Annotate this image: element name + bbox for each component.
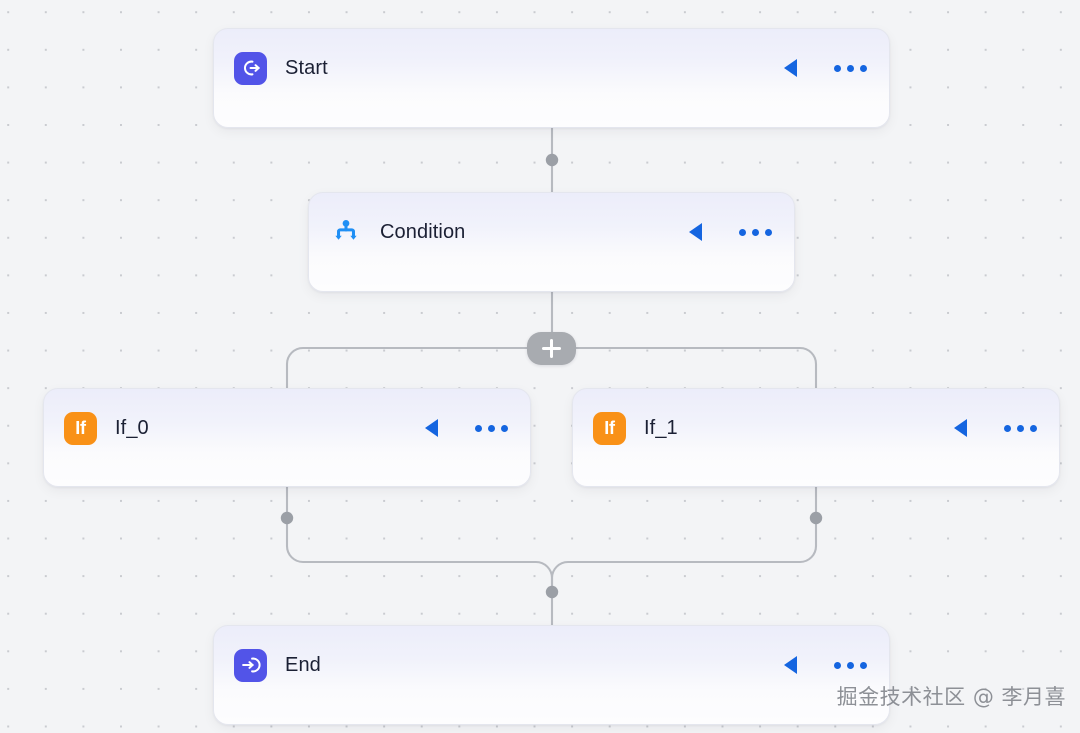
more-options-icon[interactable] (475, 424, 508, 432)
junction-dot-if0 (280, 511, 294, 525)
collapse-caret-icon[interactable] (689, 223, 702, 241)
start-circle-arrow-icon (234, 51, 267, 85)
more-options-icon[interactable] (834, 64, 867, 72)
node-end[interactable]: End (213, 625, 890, 725)
node-if-0-header: If If_0 (44, 410, 530, 446)
edge-split-if0 (285, 346, 554, 390)
junction-dot-if1 (809, 511, 823, 525)
node-if-0-title: If_0 (115, 416, 149, 439)
node-if-1-header: If If_1 (573, 410, 1059, 446)
if-badge-icon: If (593, 411, 626, 445)
collapse-caret-icon[interactable] (954, 419, 967, 437)
more-options-icon[interactable] (739, 228, 772, 236)
collapse-caret-icon[interactable] (784, 656, 797, 674)
if-badge-icon: If (64, 411, 97, 445)
edge-if1-merge (550, 485, 818, 594)
end-enter-arrow-icon (234, 648, 267, 682)
plus-icon-vertical (549, 339, 554, 358)
node-end-title: End (285, 653, 321, 676)
node-start-header: Start (214, 50, 889, 86)
node-if-0-actions (425, 419, 508, 437)
node-if-1[interactable]: If If_1 (572, 388, 1060, 487)
edge-if0-merge (285, 485, 554, 594)
node-condition-header: Condition (309, 214, 794, 250)
node-condition[interactable]: Condition (308, 192, 795, 292)
collapse-caret-icon[interactable] (425, 419, 438, 437)
node-condition-title: Condition (380, 220, 466, 243)
node-end-header: End (214, 647, 889, 683)
add-node-button[interactable] (527, 332, 576, 365)
node-start-actions (784, 59, 867, 77)
node-end-actions (784, 656, 867, 674)
more-options-icon[interactable] (834, 661, 867, 669)
watermark-text: 掘金技术社区 @ 李月喜 (836, 685, 1066, 709)
collapse-caret-icon[interactable] (784, 59, 797, 77)
if-badge-text: If (604, 418, 615, 438)
node-start-title: Start (285, 56, 328, 79)
more-options-icon[interactable] (1004, 424, 1037, 432)
junction-dot-start (545, 153, 559, 167)
edge-split-if1 (550, 346, 818, 390)
node-if-0[interactable]: If If_0 (43, 388, 531, 487)
node-condition-actions (689, 223, 772, 241)
node-if-1-actions (954, 419, 1037, 437)
node-start[interactable]: Start (213, 28, 890, 128)
junction-dot-merge (545, 585, 559, 599)
if-badge-text: If (75, 418, 86, 438)
branch-split-icon (329, 216, 362, 249)
node-if-1-title: If_1 (644, 416, 678, 439)
